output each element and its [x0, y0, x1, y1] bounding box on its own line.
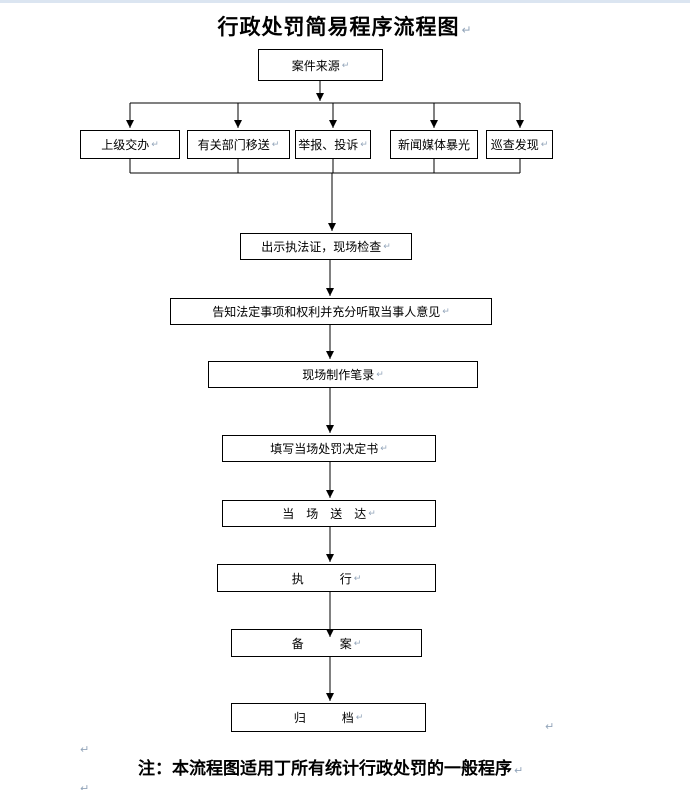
- branch-connectors: [126, 81, 524, 128]
- flow-box-media-exposure: 新闻媒体暴光: [390, 130, 478, 159]
- paragraph-mark-icon: ↵: [540, 139, 549, 149]
- flow-box-show-certificate-inspect: 出示执法证，现场检查↵: [240, 233, 412, 260]
- paragraph-mark-icon: ↵: [353, 637, 362, 648]
- paragraph-mark-icon: ↵: [545, 721, 555, 733]
- flow-box-label: 告知法定事项和权利并充分听取当事人意见: [212, 305, 441, 319]
- flow-box-execution: 执 行↵: [217, 564, 436, 592]
- footer-note: 注：本流程图适用丁所有统计行政处罚的一般程序↵: [138, 754, 523, 779]
- flow-box-report-complaint: 举报、投诉↵: [295, 130, 371, 159]
- paragraph-mark-icon: ↵: [353, 572, 362, 583]
- flow-box-label: 新闻媒体暴光: [397, 138, 470, 152]
- paragraph-mark-icon: ↵: [80, 744, 90, 756]
- flow-box-label: 案件来源: [291, 58, 340, 73]
- paragraph-mark-icon: ↵: [368, 508, 376, 518]
- footer-note-text: 注：本流程图适用丁所有统计行政处罚的一般程序: [138, 759, 512, 778]
- flow-box-onsite-record: 现场制作笔录↵: [208, 361, 478, 388]
- flow-box-label: 当 场 送 达: [282, 507, 367, 521]
- paragraph-mark-icon: ↵: [80, 783, 90, 790]
- flow-box-label: 执 行: [291, 571, 352, 586]
- flow-box-label: 归 档: [293, 711, 354, 725]
- paragraph-mark-icon: ↵: [355, 712, 364, 722]
- paragraph-mark-icon: ↵: [341, 59, 350, 70]
- merge-connectors: [129, 159, 521, 231]
- page-title-text: 行政处罚简易程序流程图: [217, 16, 460, 39]
- flow-box-label: 出示执法证，现场检查: [261, 240, 382, 254]
- paragraph-mark-icon: ↵: [151, 139, 159, 149]
- flow-box-filing: 备 案↵: [231, 629, 422, 657]
- paragraph-mark-icon: ↵: [376, 369, 384, 379]
- flow-box-inspection-discovery: 巡查发现↵: [486, 130, 553, 159]
- flow-box-label: 举报、投诉: [298, 138, 359, 152]
- paragraph-mark-icon: ↵: [383, 241, 391, 251]
- flow-box-label: 填写当场处罚决定书: [270, 442, 379, 456]
- paragraph-mark-icon: ↵: [271, 139, 280, 149]
- paragraph-mark-icon: ↵: [442, 306, 450, 316]
- flow-box-label: 备 案: [291, 636, 352, 651]
- paragraph-mark-icon: ↵: [514, 765, 524, 777]
- flow-box-department-transfer: 有关部门移送↵: [187, 130, 290, 159]
- flow-box-case-source: 案件来源↵: [258, 49, 383, 81]
- flow-box-label: 有关部门移送: [197, 138, 270, 152]
- flow-box-inform-rights-listen-opinions: 告知法定事项和权利并充分听取当事人意见↵: [170, 298, 492, 325]
- flow-box-superior-assignment: 上级交办↵: [80, 130, 180, 159]
- flow-connectors: [126, 81, 524, 701]
- flow-box-fill-penalty-decision: 填写当场处罚决定书↵: [222, 435, 436, 462]
- flow-box-onsite-delivery: 当 场 送 达↵: [222, 500, 436, 527]
- page-title: 行政处罚简易程序流程图↵: [0, 11, 690, 41]
- paragraph-mark-icon: ↵: [461, 23, 473, 37]
- paragraph-mark-icon: ↵: [360, 139, 368, 149]
- flow-box-label: 上级交办: [101, 138, 150, 152]
- flow-box-label: 现场制作笔录: [302, 368, 375, 382]
- flow-box-archiving: 归 档↵: [231, 703, 426, 732]
- flow-box-label: 巡查发现: [490, 138, 539, 152]
- paragraph-mark-icon: ↵: [380, 443, 388, 453]
